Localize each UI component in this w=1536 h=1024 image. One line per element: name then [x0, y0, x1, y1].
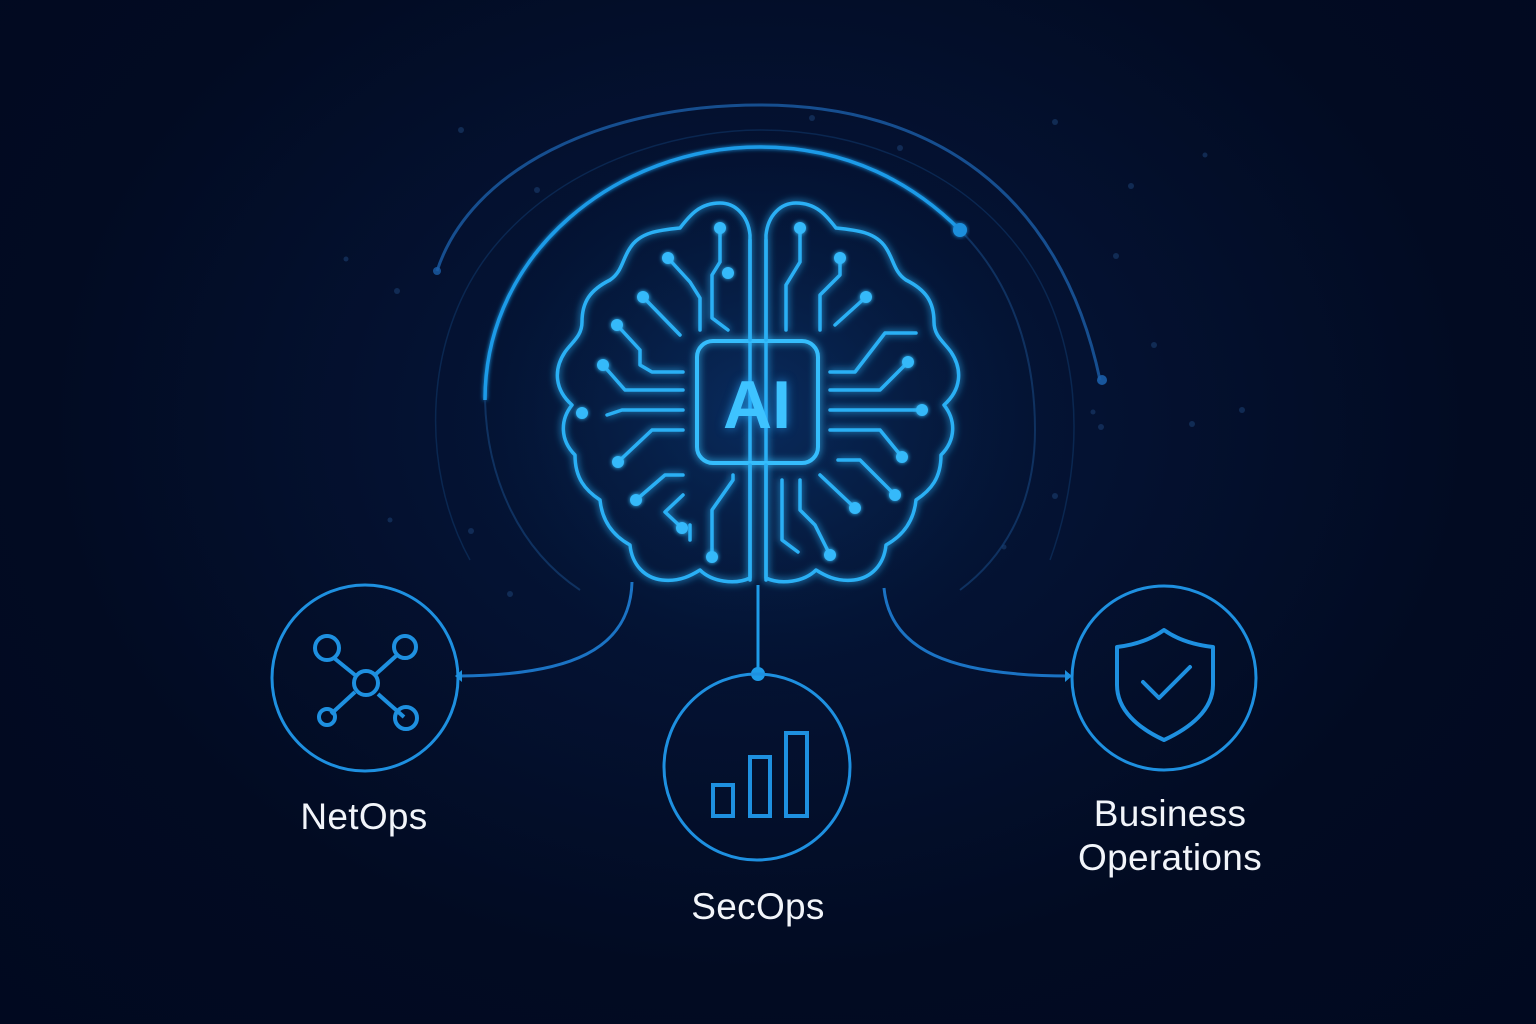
- faint-ring: [434, 129, 1075, 561]
- ai-chip-label: AI: [723, 367, 791, 443]
- outer-arc-end-dot: [1097, 375, 1107, 385]
- netops-node-ring: [270, 583, 460, 773]
- business-operations-label: Business Operations: [1040, 792, 1300, 880]
- network-nodes-icon: [313, 634, 419, 731]
- inner-arc-tail: [959, 229, 1037, 591]
- glow-halo: [428, 110, 1088, 710]
- netops-node: [270, 583, 462, 773]
- inner-arc-tail-left: [484, 399, 581, 591]
- secops-node: [662, 672, 852, 862]
- inner-arc-dot: [953, 223, 967, 237]
- business-operations-label-line1: Business: [1093, 793, 1247, 834]
- business-operations-label-line2: Operations: [1078, 837, 1262, 878]
- bar-chart-icon: [711, 731, 809, 818]
- netops-label: NetOps: [300, 796, 428, 837]
- outer-arc-start-dot: [433, 267, 441, 275]
- outer-arc: [435, 103, 1102, 381]
- inner-arc: [483, 145, 962, 401]
- secops-label: SecOps: [691, 886, 825, 927]
- bizops-node: [1065, 584, 1258, 772]
- connector-netops: [459, 581, 634, 678]
- secops-node-ring: [662, 672, 852, 862]
- connector-bizops: [882, 587, 1071, 678]
- background-particles: [343, 115, 1245, 597]
- shield-check-icon: [1115, 628, 1215, 742]
- brain-circuit-icon: [555, 201, 961, 584]
- circuit-nodes: [576, 222, 928, 563]
- bizops-node-ring: [1070, 584, 1258, 772]
